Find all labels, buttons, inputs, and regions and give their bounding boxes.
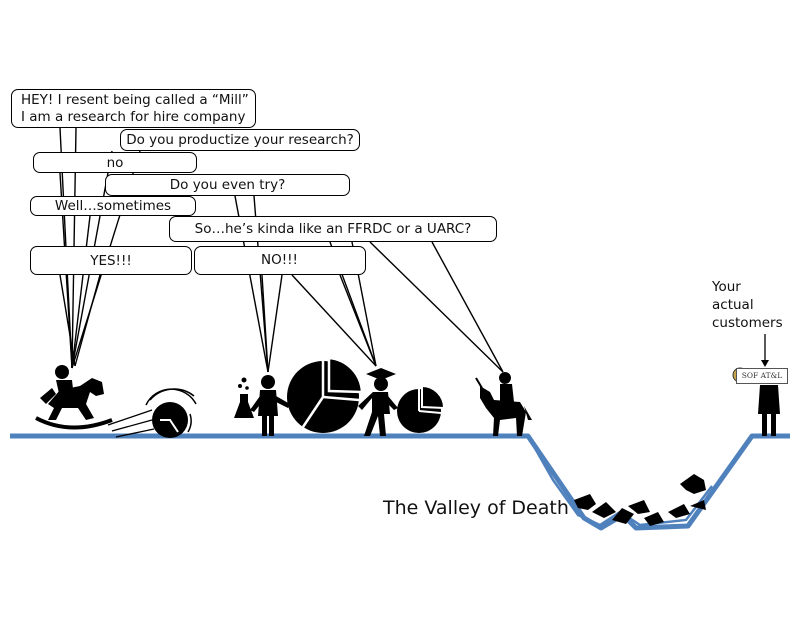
scientist-icon bbox=[234, 375, 290, 436]
rocking-horse-icon bbox=[35, 365, 113, 430]
speech-text: NO!!! bbox=[261, 252, 298, 268]
customers-label: Your actual customers bbox=[712, 279, 783, 331]
bowling-ball-icon bbox=[107, 388, 197, 438]
valley-label: The Valley of Death bbox=[383, 497, 569, 519]
speech-bubble-yes: YES!!! bbox=[30, 246, 192, 275]
fallen-unicorn-icon bbox=[574, 474, 706, 526]
pie-chart-icon bbox=[397, 384, 446, 433]
speech-bubble-productize: Do you productize your research? bbox=[120, 129, 360, 151]
speech-tails bbox=[59, 127, 504, 373]
speech-line: HEY! I resent being called a “Mill” bbox=[21, 92, 249, 108]
graduate-icon bbox=[358, 368, 398, 436]
seal-label: SOF AT&L bbox=[736, 368, 788, 384]
pie-chart-icon bbox=[287, 356, 364, 433]
arrowhead bbox=[761, 360, 769, 367]
speech-bubble-no: no bbox=[33, 152, 197, 173]
speech-bubble-hey: HEY! I resent being called a “Mill” I am… bbox=[11, 89, 256, 128]
speech-bubble-nono: NO!!! bbox=[194, 246, 366, 275]
unicorn-rider-icon bbox=[475, 372, 532, 436]
speech-bubble-ffrdc: So…he’s kinda like an FFRDC or a UARC? bbox=[169, 216, 497, 242]
speech-bubble-sometimes: Well…sometimes bbox=[30, 196, 196, 216]
speech-bubble-try: Do you even try? bbox=[105, 174, 350, 196]
speech-line: I am a research for hire company bbox=[21, 109, 246, 125]
